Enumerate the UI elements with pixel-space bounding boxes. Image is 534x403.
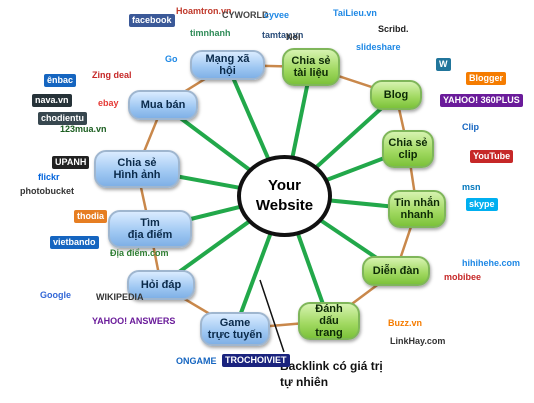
node-label: Diễn đàn: [372, 265, 420, 277]
logo-thodia: thodia: [74, 210, 107, 223]
logo-go: Go: [165, 54, 178, 64]
logo-ebay: ebay: [98, 98, 119, 108]
node-chia-se-hinh-anh[interactable]: Chia sẻ Hình ảnh: [94, 150, 180, 188]
logo-yahoo-360plus: YAHOO! 360PLUS: [440, 94, 523, 107]
logo-timnhanh: timnhanh: [190, 28, 231, 38]
node-label: Tin nhắn nhanh: [394, 197, 440, 221]
node-label: Game trực tuyến: [207, 317, 263, 341]
logo-noi: Nối: [286, 32, 301, 42]
logo-slideshare: slideshare: [356, 42, 401, 52]
logo-cyworld: CYWORLD: [222, 10, 269, 20]
logo-yahoo-answers: YAHOO! ANSWERS: [92, 316, 176, 326]
logo-mobibee: mobibee: [444, 272, 482, 282]
node-label: Tìm địa điểm: [127, 217, 173, 241]
node-mua-ban[interactable]: Mua bán: [128, 90, 198, 120]
node-blog[interactable]: Blog: [370, 80, 422, 110]
logo-facebook: facebook: [129, 14, 175, 27]
annotation-pointer: [259, 279, 285, 353]
node-chia-se-tai-lieu[interactable]: Chia sẻ tài liệu: [282, 48, 340, 86]
logo-enbac: ênbac: [44, 74, 77, 87]
logo-msn: msn: [462, 182, 481, 192]
logo-blogger: Blogger: [466, 72, 507, 85]
node-label: Chia sẻ Hình ảnh: [113, 157, 161, 181]
logo-clip: Clip: [462, 122, 479, 132]
node-game-truc-tuyen[interactable]: Game trực tuyến: [200, 312, 270, 346]
node-tin-nhan-nhanh[interactable]: Tin nhắn nhanh: [388, 190, 446, 228]
node-label: Chia sẻ clip: [388, 137, 428, 161]
logo-scribd: Scribd.: [378, 24, 409, 34]
logo-nava: nava.vn: [32, 94, 72, 107]
node-label: Mua bán: [140, 99, 186, 111]
logo-cyvee: cyvee: [264, 10, 290, 20]
node-mang-xa-hoi[interactable]: Mạng xã hội: [190, 50, 265, 80]
node-chia-se-clip[interactable]: Chia sẻ clip: [382, 130, 434, 168]
logo-wordpress: W: [436, 58, 451, 71]
node-hoi-dap[interactable]: Hỏi đáp: [127, 270, 195, 300]
logo-google: Google: [40, 290, 71, 300]
node-label: Mạng xã hội: [205, 53, 250, 77]
logo-hihihehe: hihihehe.com: [462, 258, 521, 268]
logo-tailieu: TaiLieu.vn: [333, 8, 377, 18]
logo-youtube: YouTube: [470, 150, 514, 163]
node-label: Đánh dấu trang: [315, 303, 343, 339]
logo-chodientu: chodientu: [38, 112, 87, 125]
logo-diadiem: Địa điểm.com: [110, 248, 169, 258]
logo-linkhay: LinkHay.com: [390, 336, 446, 346]
logo-vietbando: vietbando: [50, 236, 99, 249]
node-tim-dia-diem[interactable]: Tìm địa điểm: [108, 210, 192, 248]
logo-ongame: ONGAME: [176, 356, 217, 366]
backlink-annotation: Backlink có giá trị tự nhiên: [280, 359, 383, 389]
logo-hoamtron: Hoamtron.vn: [176, 6, 232, 16]
logo-skype: skype: [466, 198, 498, 211]
logo-zing-deal: Zing deal: [92, 70, 132, 80]
logo-upanh: UPANH: [52, 156, 90, 169]
logo-buzz: Buzz.vn: [388, 318, 423, 328]
logo-photobucket: photobucket: [20, 186, 74, 196]
node-label: Hỏi đáp: [140, 279, 182, 291]
node-dien-dan[interactable]: Diễn đàn: [362, 256, 430, 286]
node-danh-dau-trang[interactable]: Đánh dấu trang: [298, 302, 360, 340]
logo-123mua: 123mua.vn: [60, 124, 107, 134]
logo-flickr: flickr: [38, 172, 60, 182]
node-label: Blog: [383, 89, 409, 101]
logo-tamtay: tamtay.vn: [262, 30, 304, 40]
node-label: Chia sẻ tài liệu: [291, 55, 331, 79]
logo-trochoiviet: TROCHOIVIET: [222, 354, 290, 367]
center-your-website: Your Website: [237, 155, 332, 237]
logo-wikipedia: WIKIPEDIA: [96, 292, 144, 302]
